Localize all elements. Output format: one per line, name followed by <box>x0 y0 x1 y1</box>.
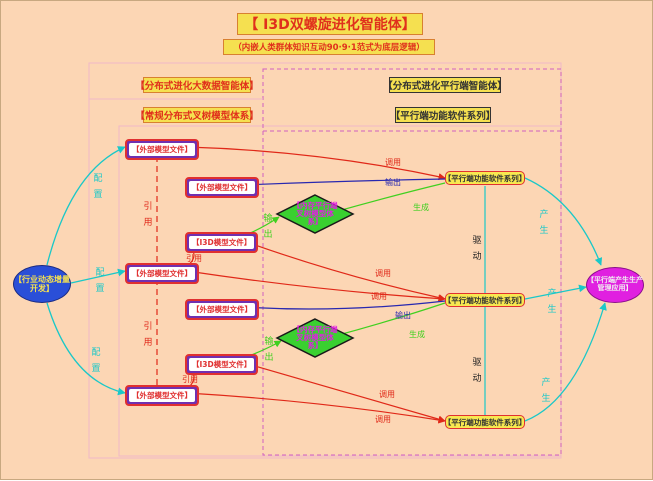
label-config-3: 配置 <box>91 348 101 374</box>
node-industry-dev[interactable]: 【行业动态增量开发】 <box>13 265 71 303</box>
i3d-file-2[interactable]: 【I3D模型文件】 <box>185 354 259 375</box>
model-file-1[interactable]: 【外部模型文件】 <box>125 139 199 160</box>
output-file-1[interactable]: 【外部模型文件】 <box>185 177 259 198</box>
i3d-file-1[interactable]: 【I3D模型文件】 <box>185 232 259 253</box>
diamond-label-1: 【内存平行端叉树模型体系】 <box>292 200 338 227</box>
label-produce-3: 产生 <box>541 378 551 404</box>
model-file-2[interactable]: 【外部模型文件】 <box>125 263 199 284</box>
label-output-1: 输出 <box>385 178 401 187</box>
header-parallel-agent: 【分布式进化平行端智能体】 <box>383 77 507 93</box>
label-config-2: 配置 <box>95 268 105 294</box>
label-call-5: 调用 <box>375 415 391 424</box>
header-distributed-bigdata: 【分布式进化大数据智能体】 <box>135 77 259 93</box>
label-export-1: 输出 <box>263 214 273 240</box>
label-cite-vertical-1: 引用 <box>143 202 153 228</box>
label-cite-1: 引用 <box>186 254 202 263</box>
model-file-3[interactable]: 【外部模型文件】 <box>125 385 199 406</box>
label-call-1: 调用 <box>385 158 401 167</box>
header-parallel-software: 【平行端功能软件系列】 <box>391 107 495 123</box>
label-generate-1: 生成 <box>413 203 429 212</box>
diamond-shape-1 <box>275 194 355 234</box>
right-dashed-frame <box>262 68 562 456</box>
label-drive-1: 驱动 <box>472 236 482 262</box>
label-config-1: 配置 <box>93 174 103 200</box>
page-subtitle: （内嵌人类群体知识互动90·9·1范式为底层逻辑） <box>223 39 435 55</box>
label-call-3: 调用 <box>371 292 387 301</box>
label-produce-2: 产生 <box>547 289 557 315</box>
diamond-shape-2 <box>275 318 355 358</box>
label-export-2: 输出 <box>264 337 274 363</box>
page-title: 【 I3D双螺旋进化智能体】 <box>237 13 423 35</box>
diamond-label-2: 【内存平行端叉树模型体系】 <box>292 324 338 351</box>
label-produce-1: 产生 <box>539 210 549 236</box>
software-node-3[interactable]: 【平行端功能软件系列】 <box>444 415 526 429</box>
software-node-1[interactable]: 【平行端功能软件系列】 <box>444 171 526 185</box>
label-cite-vertical-2: 引用 <box>143 322 153 348</box>
software-node-2[interactable]: 【平行端功能软件系列】 <box>444 293 526 307</box>
label-call-4: 调用 <box>379 390 395 399</box>
label-output-2: 输出 <box>395 311 411 320</box>
label-generate-2: 生成 <box>409 330 425 339</box>
header-tree-model-system: 【常规分布式叉树模型体系】 <box>135 107 259 123</box>
label-cite-2: 引用 <box>182 375 198 384</box>
label-call-2: 调用 <box>375 269 391 278</box>
output-file-2[interactable]: 【外部模型文件】 <box>185 299 259 320</box>
label-drive-2: 驱动 <box>472 358 482 384</box>
node-parallel-production[interactable]: 【平行端产生生产管理应用】 <box>586 267 644 303</box>
